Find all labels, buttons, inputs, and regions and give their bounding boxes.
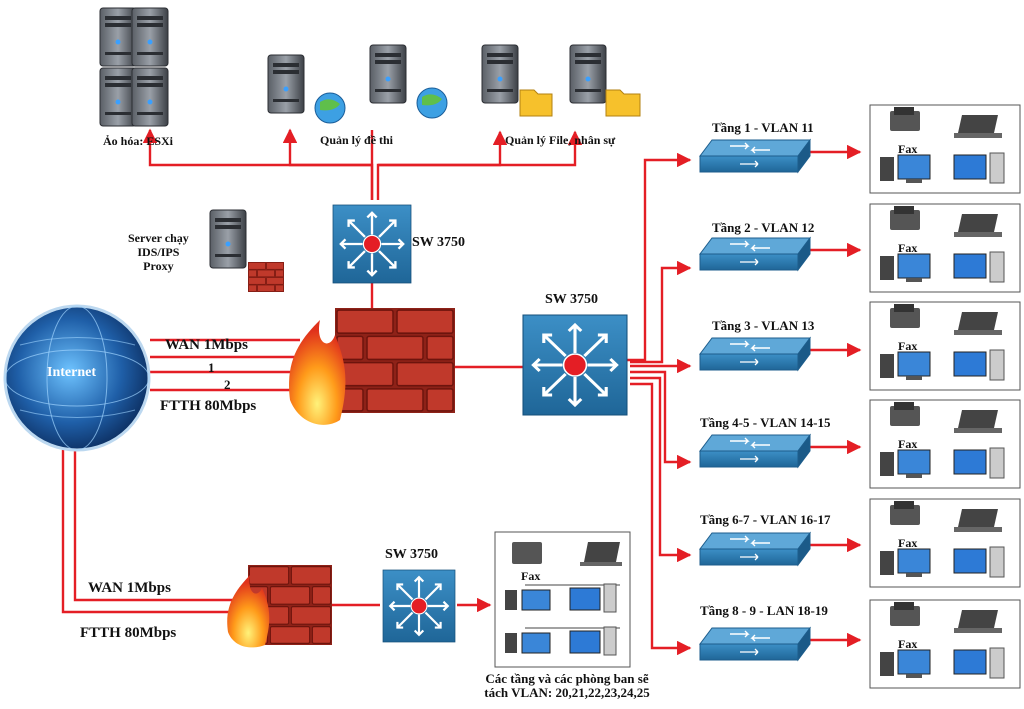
line-2-label: 2 xyxy=(224,377,231,392)
layer3-switch-icon xyxy=(521,313,629,417)
ftth-top-label: FTTH 80Mbps xyxy=(160,398,257,414)
branch-caption: Các tầng và các phòng ban sẽ tách VLAN: … xyxy=(484,671,650,700)
fax-label: Fax xyxy=(898,437,918,451)
branch-office xyxy=(494,531,631,668)
floor-label: Tầng 2 - VLAN 12 xyxy=(712,220,815,235)
layer3-switch-icon xyxy=(331,203,413,285)
server-icon xyxy=(481,44,641,117)
floor-switches xyxy=(699,139,811,661)
fax-label: Fax xyxy=(898,339,918,353)
floor-label: Tầng 8 - 9 - LAN 18-19 xyxy=(700,603,828,618)
fax-label: Fax xyxy=(898,637,918,651)
globe-icon xyxy=(3,304,151,452)
server-icon xyxy=(209,209,285,293)
wan-bottom-label: WAN 1Mbps xyxy=(88,580,171,596)
ids-server-label: Server chạy IDS/IPS Proxy xyxy=(128,231,189,273)
floor-offices xyxy=(869,104,1021,689)
wan-top-label: WAN 1Mbps xyxy=(165,337,248,353)
line-1-label: 1 xyxy=(208,360,215,375)
floor-label: Tầng 1 - VLAN 11 xyxy=(712,120,814,135)
connection-lines xyxy=(61,128,862,656)
file-server-label: Quản lý File, nhân sự xyxy=(505,133,616,147)
floor-label: Tầng 3 - VLAN 13 xyxy=(712,318,815,333)
branch-fax-label: Fax xyxy=(521,569,541,583)
floor-label: Tầng 6-7 - VLAN 16-17 xyxy=(700,512,831,527)
internet-label: Internet xyxy=(47,365,96,380)
fax-label: Fax xyxy=(898,536,918,550)
floor-label: Tầng 4-5 - VLAN 14-15 xyxy=(700,415,831,430)
firewall-icon xyxy=(227,564,333,648)
fax-label: Fax xyxy=(898,241,918,255)
server-icon xyxy=(99,7,169,127)
core-switch-label: SW 3750 xyxy=(545,292,599,307)
fax-label: Fax xyxy=(898,142,918,156)
server-icon xyxy=(267,44,448,124)
firewall-icon xyxy=(289,307,456,425)
top-switch-label: SW 3750 xyxy=(412,235,466,250)
ftth-bottom-label: FTTH 80Mbps xyxy=(80,625,177,641)
exam-server-label: Quản lý đề thi xyxy=(320,133,394,147)
bottom-switch-label: SW 3750 xyxy=(385,547,439,562)
esxi-label: Ảo hóa: ESXi xyxy=(103,134,174,148)
layer3-switch-icon xyxy=(381,568,457,644)
